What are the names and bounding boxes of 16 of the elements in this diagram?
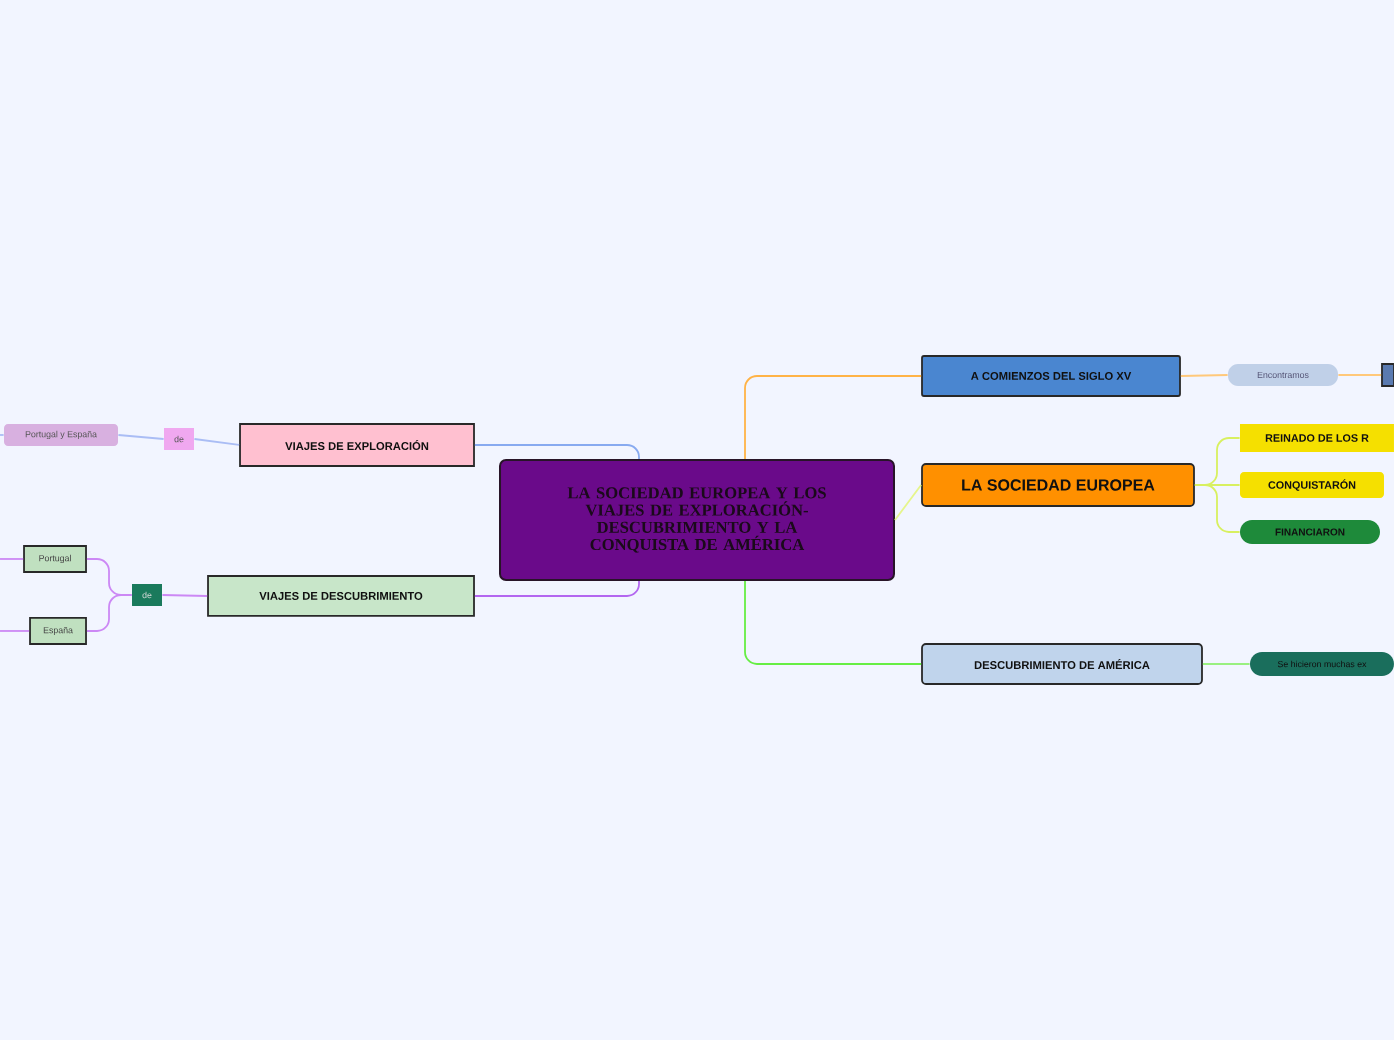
connector-line (1202, 663, 1251, 665)
connector-line (117, 434, 165, 440)
connector-line (0, 630, 30, 632)
connector-line (0, 558, 24, 560)
subtopic-box (1381, 363, 1394, 387)
connector-line (894, 484, 922, 521)
connector-line (1180, 374, 1229, 377)
connector-line (474, 444, 640, 460)
connector-line (1337, 374, 1382, 376)
connector-line (193, 438, 240, 446)
topic-box: LA SOCIEDAD EUROPEA (921, 463, 1195, 507)
connector-line (744, 580, 922, 665)
connector-line (0, 434, 5, 436)
connector-line (744, 375, 922, 460)
central-topic-box: LA SOCIEDAD EUROPEA Y LOS VIAJES DE EXPLORACIÓN- DESCUBRIMIENTO Y LA CONQUISTA DE AMÉRICA (499, 459, 895, 581)
connector-line (161, 594, 208, 597)
